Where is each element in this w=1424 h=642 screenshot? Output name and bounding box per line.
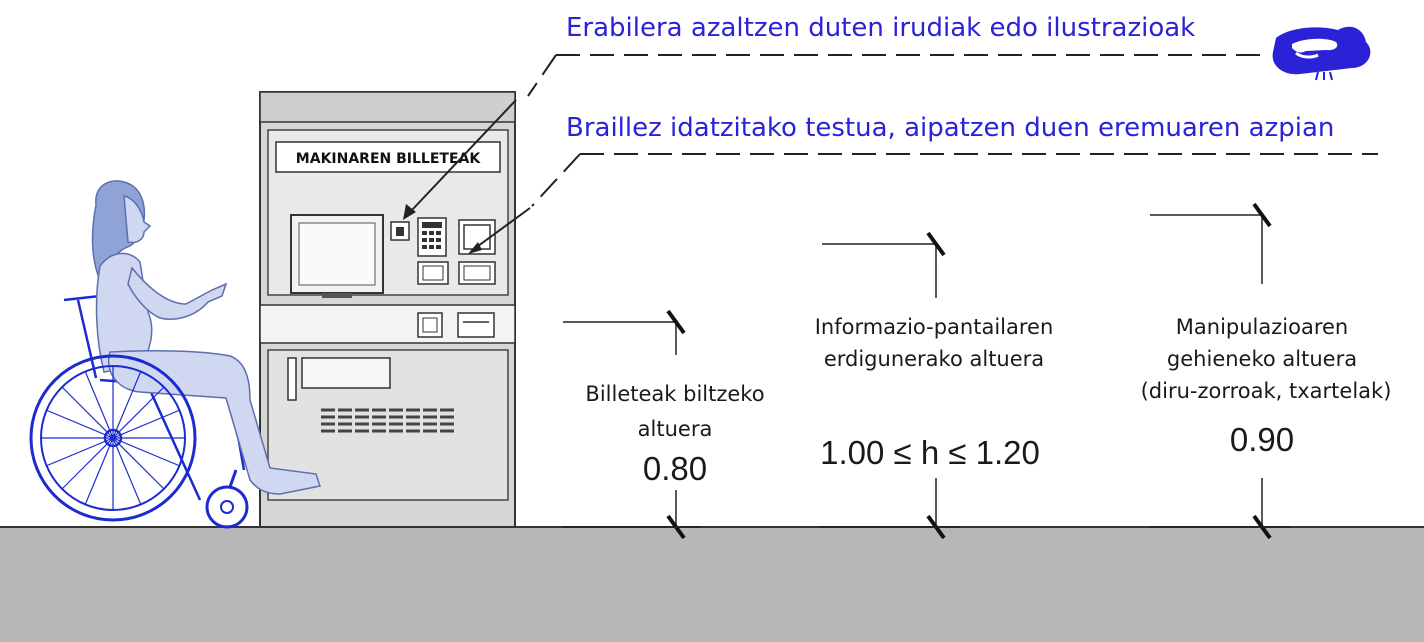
dimension-info-screen	[820, 231, 960, 540]
coin-slot-left-inner	[422, 265, 444, 281]
dimension-ticket-collection	[562, 309, 700, 540]
dim2-value: 1.00 ≤ h ≤ 1.20	[820, 434, 1040, 471]
dim1-value: 0.80	[643, 450, 707, 487]
hand-touch-icon	[1272, 26, 1371, 81]
person-legs	[107, 350, 321, 495]
ticket-tray	[301, 357, 391, 389]
dim3-label-line1: Manipulazioaren	[1176, 315, 1348, 339]
dim3-value: 0.90	[1230, 421, 1294, 458]
dim1-label-line2: altuera	[638, 417, 713, 441]
dim2-label-line2: erdigunerako altuera	[824, 347, 1044, 371]
leader-illustrations	[403, 54, 1268, 220]
ticket-slot-left	[417, 312, 443, 338]
ticket-machine: MAKINAREN BILLETEAK	[259, 91, 516, 528]
label-illustrations: Erabilera azaltzen duten irudiak edo ilu…	[566, 13, 1195, 43]
ticket-collection-slot	[287, 357, 297, 401]
dim3-label-line2: gehieneko altuera	[1167, 347, 1357, 371]
dim1-label-line1: Billeteak biltzeko	[585, 382, 764, 406]
wheelchair-caster	[205, 469, 249, 529]
ground	[0, 527, 1424, 642]
ticket-slot-left-inner	[422, 317, 438, 333]
screen-stand	[322, 293, 352, 298]
coin-slot-left	[417, 261, 449, 285]
keypad-keys	[422, 222, 442, 249]
wheelchair-user	[29, 180, 321, 529]
info-screen-inner	[298, 222, 376, 286]
dim2-label-line1: Informazio-pantailaren	[815, 315, 1054, 339]
dimension-manipulation	[1150, 202, 1290, 540]
dim3-label-line3: (diru-zorroak, txartelak)	[1141, 379, 1392, 403]
person-arm	[127, 266, 228, 320]
coin-slot-right	[458, 261, 496, 285]
ticket-slot-right	[457, 312, 495, 338]
label-braille: Braillez idatzitako testua, aipatzen due…	[566, 113, 1334, 143]
wheelchair-big-wheel	[29, 354, 197, 522]
braille-button-mark	[396, 227, 404, 236]
machine-top-panel	[259, 91, 516, 123]
coin-slot-right-inner	[463, 265, 491, 281]
machine-sign: MAKINAREN BILLETEAK	[296, 151, 482, 167]
person-face	[123, 195, 152, 244]
speaker-grille	[321, 408, 456, 433]
leader-braille	[468, 153, 1378, 254]
